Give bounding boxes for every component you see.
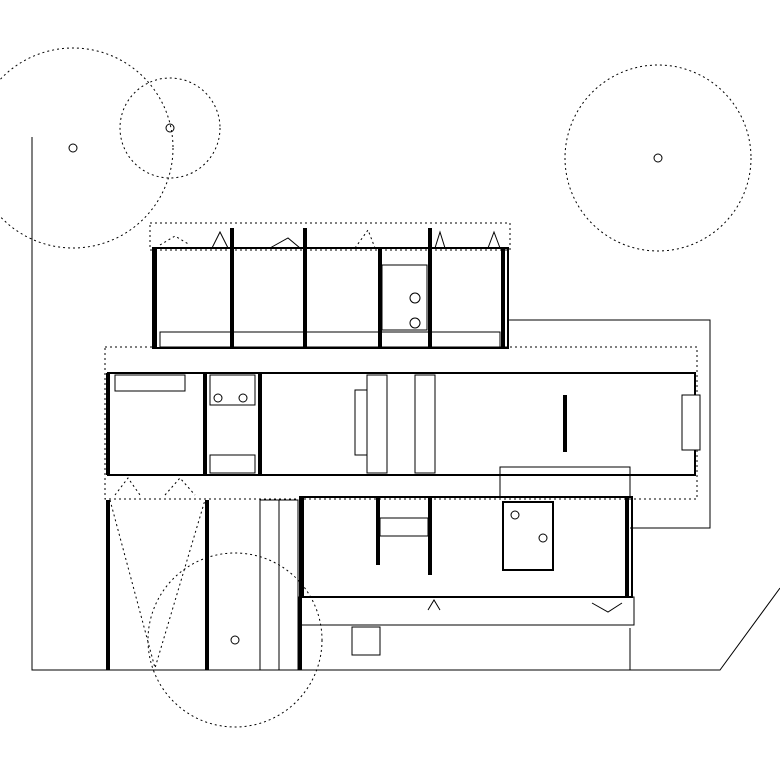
lower-wing bbox=[297, 466, 635, 656]
trees bbox=[0, 47, 752, 728]
site-boundary bbox=[31, 137, 780, 671]
upper-wing bbox=[149, 222, 511, 349]
carport bbox=[106, 499, 720, 671]
annex-outline bbox=[508, 319, 711, 529]
tree-1 bbox=[0, 47, 174, 249]
tree-3 bbox=[564, 64, 752, 252]
tree-2 bbox=[119, 77, 221, 179]
tree-4 bbox=[147, 552, 323, 728]
central-band bbox=[104, 346, 701, 500]
